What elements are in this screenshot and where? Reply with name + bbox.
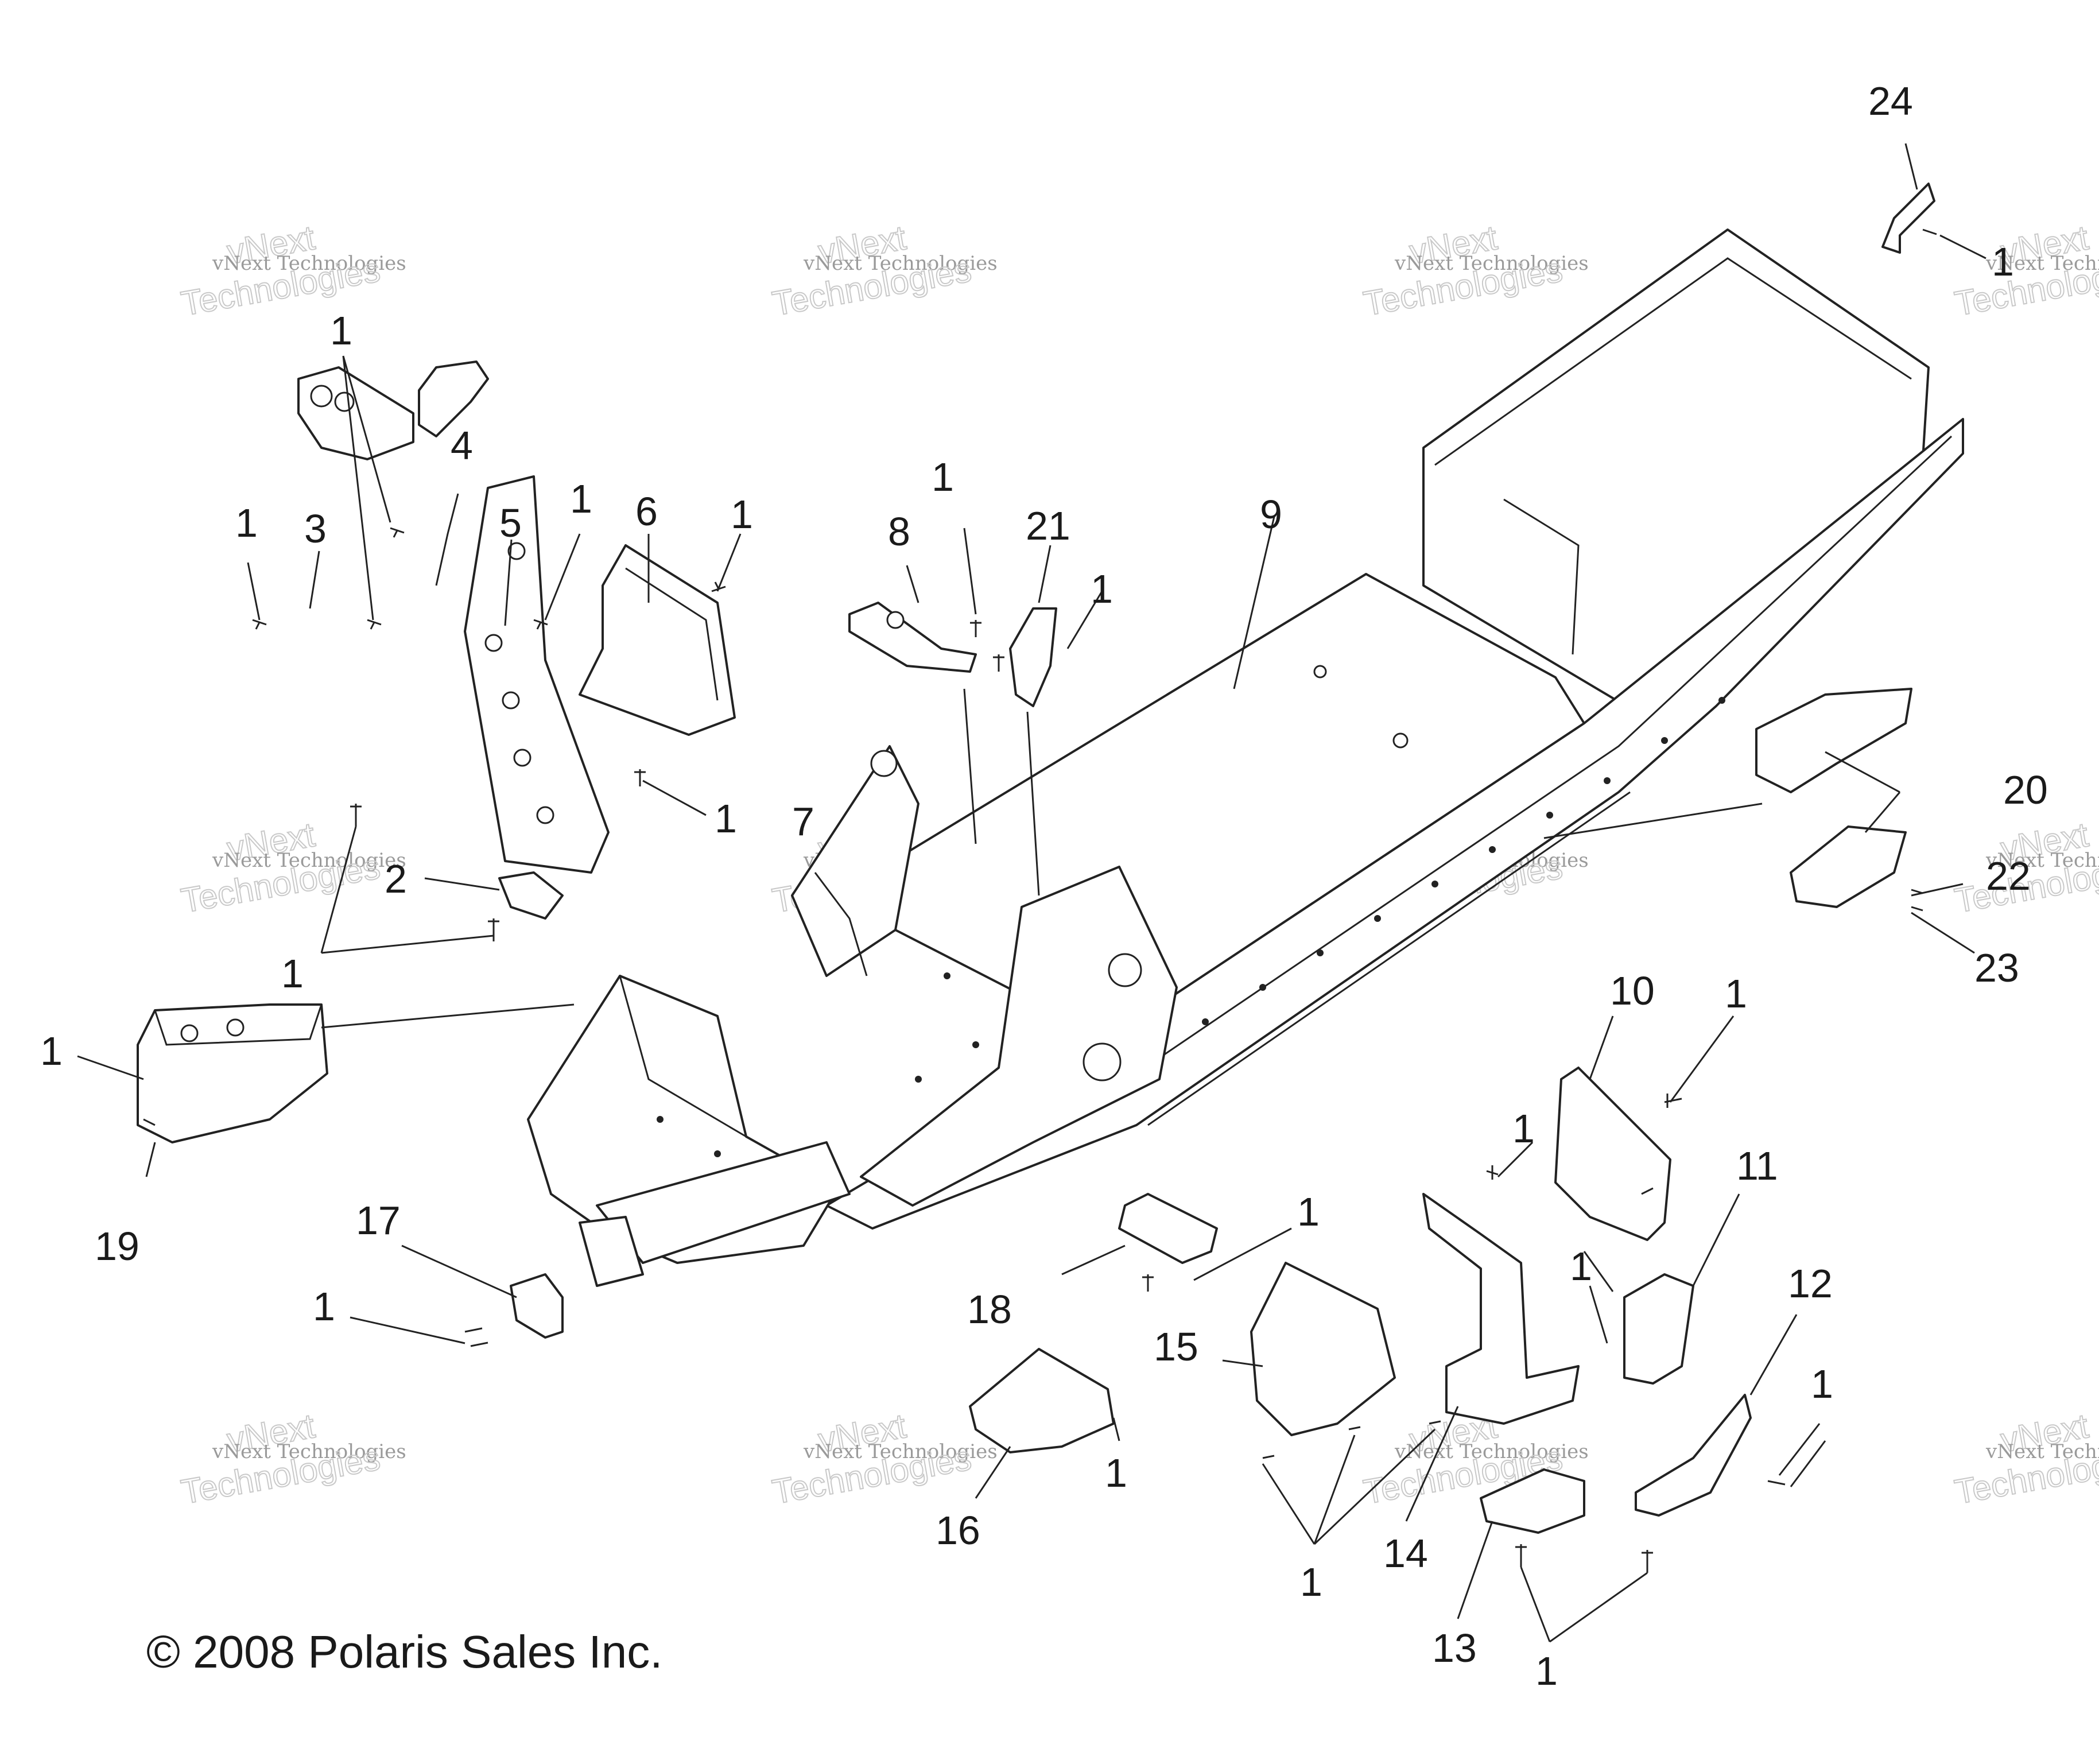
callout-12: 12 — [1788, 1261, 1833, 1306]
part-8-bracket — [848, 602, 977, 673]
watermark: vNext vNext Technologies Technologies — [769, 218, 998, 324]
svg-text:vNext Technologies: vNext Technologies — [1985, 849, 2099, 872]
svg-text:vNext Technologies: vNext Technologies — [1394, 1440, 1589, 1463]
callout-20: 20 — [2003, 767, 2048, 812]
part-17-cap — [510, 1273, 564, 1339]
callout-1: 1 — [570, 476, 592, 521]
callout-1: 1 — [330, 308, 352, 353]
part-19-bumper — [137, 1003, 328, 1143]
part-24-handle — [1881, 183, 1935, 254]
svg-text:vNext Technologies: vNext Technologies — [803, 1440, 998, 1463]
callout-11: 11 — [1736, 1143, 1778, 1188]
callout-1: 1 — [281, 951, 304, 996]
callout-10: 10 — [1610, 968, 1655, 1013]
callout-1: 1 — [1105, 1451, 1127, 1495]
svg-text:vNext Technologies: vNext Technologies — [212, 252, 406, 275]
part-20-footrest — [1755, 688, 1912, 908]
rivets — [143, 228, 1937, 1573]
callout-24: 24 — [1868, 79, 1913, 123]
svg-text:vNext Technologies: vNext Technologies — [803, 252, 998, 275]
callout-1: 1 — [1512, 1106, 1535, 1151]
callout-23: 23 — [1974, 945, 2019, 990]
callout-6: 6 — [635, 489, 658, 534]
callout-22: 22 — [1986, 854, 2031, 898]
part-15-bracket — [1250, 1262, 1396, 1436]
callout-16: 16 — [936, 1508, 980, 1553]
watermark: vNext vNext Technologies Technologies — [1360, 218, 1589, 324]
svg-text:vNext Technologies: vNext Technologies — [1985, 252, 2099, 275]
callout-1: 1 — [40, 1029, 63, 1073]
callout-9: 9 — [1260, 492, 1282, 537]
part-2-clip — [498, 871, 564, 920]
part-3-bracket — [297, 366, 414, 460]
watermark: vNext vNext Technologies Technologies — [769, 1406, 998, 1512]
callout-1: 1 — [313, 1284, 335, 1329]
callout-5: 5 — [499, 501, 522, 545]
callout-2: 2 — [385, 856, 407, 901]
callout-1: 1 — [1725, 971, 1747, 1016]
part-16-plate — [969, 1348, 1115, 1453]
watermark: vNext vNext Technologies Technologies — [1951, 1406, 2099, 1512]
part-4-bracket — [418, 360, 489, 437]
svg-text:vNext Technologies: vNext Technologies — [1985, 1440, 2099, 1463]
callout-1: 1 — [715, 796, 737, 841]
callout-1: 1 — [1535, 1649, 1558, 1693]
watermark: vNext vNext Technologies Technologies — [178, 815, 406, 921]
part-5-footrest — [464, 475, 610, 874]
callout-7: 7 — [792, 799, 814, 844]
callout-1: 1 — [1992, 239, 2014, 284]
part-10-bracket — [1554, 1067, 1671, 1241]
callout-8: 8 — [888, 509, 910, 554]
callout-1: 1 — [1811, 1362, 1833, 1406]
callout-17: 17 — [356, 1198, 401, 1243]
watermark: vNext vNext Technologies Technologies — [178, 1406, 406, 1512]
part-11-bracket — [1623, 1273, 1694, 1385]
part-6-bracket — [579, 544, 736, 736]
callout-1: 1 — [1570, 1244, 1592, 1289]
callout-1: 1 — [235, 501, 258, 545]
callout-13: 13 — [1432, 1626, 1477, 1670]
leader-lines — [77, 143, 1987, 1643]
svg-text:vNext Technologies: vNext Technologies — [212, 849, 406, 872]
callout-14: 14 — [1383, 1531, 1428, 1576]
watermark: vNext vNext Technologies Technologies — [178, 218, 406, 324]
callout-18: 18 — [967, 1287, 1012, 1332]
part-18-plate — [1118, 1193, 1218, 1264]
callouts: 1 3 1 4 5 1 6 1 1 2 1 1 19 17 1 7 8 1 21… — [40, 79, 2048, 1693]
watermark: vNext vNext Technologies Technologies — [1951, 218, 2099, 324]
chassis-frame — [527, 228, 1964, 1287]
part-21-bracket — [1009, 607, 1057, 707]
callout-1: 1 — [731, 492, 753, 537]
callout-1: 1 — [1297, 1189, 1320, 1234]
callout-1: 1 — [1091, 567, 1113, 611]
callout-1: 1 — [1300, 1560, 1322, 1604]
callout-15: 15 — [1154, 1324, 1198, 1369]
callout-3: 3 — [304, 506, 327, 551]
part-14-bracket — [1422, 1193, 1580, 1425]
callout-4: 4 — [451, 423, 473, 468]
copyright-notice: © 2008 Polaris Sales Inc. — [146, 1626, 662, 1677]
callout-21: 21 — [1026, 503, 1070, 548]
callout-19: 19 — [95, 1224, 139, 1269]
callout-1: 1 — [932, 455, 954, 499]
part-13-bracket — [1480, 1468, 1585, 1534]
part-12-bracket — [1635, 1394, 1752, 1517]
svg-text:vNext Technologies: vNext Technologies — [1394, 252, 1589, 275]
svg-text:vNext Technologies: vNext Technologies — [212, 1440, 406, 1463]
